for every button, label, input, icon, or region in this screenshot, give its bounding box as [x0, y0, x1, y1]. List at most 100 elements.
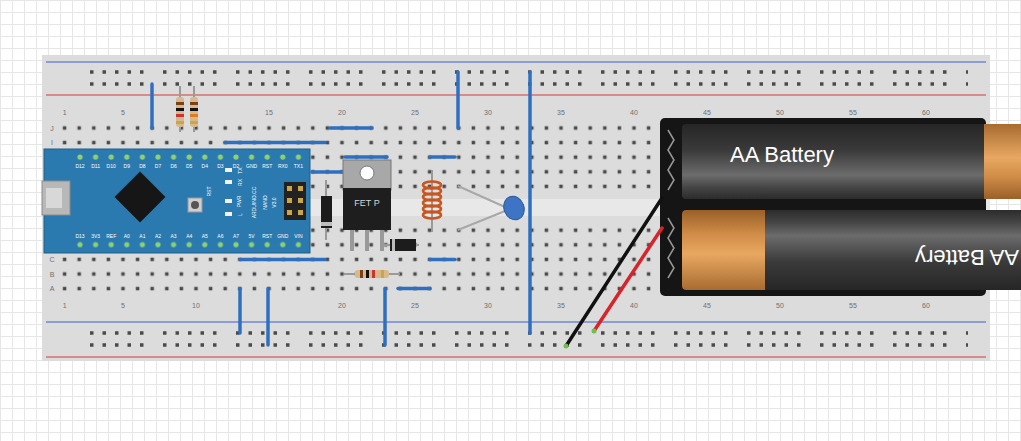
- pin-label: A2: [155, 234, 161, 239]
- battery-label: AA Battery: [730, 144, 1021, 166]
- column-number: 50: [776, 302, 784, 309]
- reset-button-cap: [191, 201, 199, 209]
- column-number: 55: [849, 109, 857, 116]
- column-number: 45: [703, 302, 711, 309]
- resistor-band: [176, 121, 184, 124]
- diode-body: [390, 239, 416, 251]
- jumper-wire: [150, 84, 154, 128]
- rail-line-blue: [46, 62, 986, 63]
- inductor-coil: [423, 182, 441, 219]
- pin-label: TX1: [294, 164, 303, 169]
- pin-label: A6: [217, 234, 223, 239]
- jumper-wire: [430, 258, 455, 262]
- row-letter: B: [50, 271, 55, 278]
- jumper-wire: [383, 289, 387, 345]
- part-label: FET P: [354, 199, 379, 208]
- arduino-board: [44, 149, 310, 253]
- pin-label: A5: [202, 234, 208, 239]
- pin-label: D7: [155, 164, 161, 169]
- pin-label: A3: [171, 234, 177, 239]
- led: [225, 168, 232, 172]
- wire-end: [592, 329, 597, 334]
- board-label: TX: [237, 167, 242, 173]
- pin-label: A4: [186, 234, 192, 239]
- resistor-band: [190, 108, 198, 111]
- usb-opening: [46, 188, 62, 208]
- battery-spring: [668, 130, 674, 190]
- column-number: 15: [265, 109, 273, 116]
- column-number: 30: [484, 302, 492, 309]
- resistor-band: [372, 270, 375, 278]
- row-letter: I: [51, 139, 53, 146]
- resistor-body: [176, 97, 184, 127]
- resistor-band: [176, 102, 184, 105]
- board-label: RST: [207, 186, 212, 196]
- column-number: 1: [63, 109, 67, 116]
- fet-tab: [343, 160, 391, 190]
- rail-holes: [88, 327, 968, 351]
- pin-label: RX0: [278, 164, 288, 169]
- battery-cell: AA Battery: [682, 124, 1021, 199]
- icsp-pin: [298, 198, 303, 203]
- board-label: V3.0: [271, 197, 276, 207]
- resistor-band: [366, 270, 369, 278]
- board-label: NANO: [262, 195, 267, 209]
- pin-label: RST: [262, 234, 272, 239]
- pin-label: D3: [217, 164, 223, 169]
- icsp-pin: [287, 210, 292, 215]
- board-label: PWR: [237, 195, 242, 207]
- resistor-band: [381, 270, 384, 278]
- pin-label: D9: [124, 164, 130, 169]
- board-label: RX: [237, 179, 242, 186]
- pin-label: 5V: [249, 234, 255, 239]
- coil-turn: [423, 212, 441, 219]
- board-label: ARDUINO.CC: [252, 186, 257, 218]
- fet-leg: [365, 229, 369, 251]
- column-number: 25: [411, 109, 419, 116]
- icsp-pin: [287, 186, 292, 191]
- icsp-pin: [287, 198, 292, 203]
- ceramic-capacitor: [500, 193, 527, 222]
- usb-connector: [42, 181, 70, 215]
- jumper-wire: [398, 287, 430, 291]
- column-number: 45: [703, 109, 711, 116]
- pin-label: 3V3: [91, 234, 100, 239]
- pin-label: VIN: [294, 234, 302, 239]
- column-number: 5: [121, 302, 125, 309]
- jumper-wire: [528, 72, 532, 333]
- icsp-pin: [298, 186, 303, 191]
- breadboard-body: [42, 55, 990, 361]
- header-pins: [72, 152, 306, 250]
- pin-label: GND: [277, 234, 288, 239]
- pin-label: D4: [202, 164, 208, 169]
- fet-leg: [380, 229, 384, 251]
- column-number: 40: [630, 302, 638, 309]
- led: [225, 199, 232, 203]
- battery-spring: [668, 218, 674, 278]
- column-number: 40: [630, 109, 638, 116]
- column-number: 60: [922, 302, 930, 309]
- diode-band: [321, 222, 332, 226]
- column-number: 25: [411, 302, 419, 309]
- diode-band: [392, 239, 395, 251]
- pin-label: REF: [106, 234, 116, 239]
- battery-cell: AA Battery: [682, 210, 1021, 290]
- pin-label: D8: [139, 164, 145, 169]
- jumper-wire: [240, 258, 325, 262]
- fet-leg: [350, 229, 354, 251]
- jumper-wire: [345, 155, 387, 159]
- resistor-body: [355, 270, 389, 278]
- column-number: 30: [484, 109, 492, 116]
- jumper-wire: [238, 289, 242, 333]
- jumper-wire: [312, 170, 342, 174]
- resistor-band: [190, 114, 198, 117]
- jumper-wire: [430, 155, 455, 159]
- jumper-wire: [225, 141, 325, 145]
- diode-body: [321, 196, 332, 228]
- battery-cap: [682, 210, 765, 290]
- pin-label: D5: [186, 164, 192, 169]
- column-number: 50: [776, 109, 784, 116]
- board-label: L: [238, 213, 243, 216]
- icsp-pin: [298, 210, 303, 215]
- icsp-header: [284, 182, 306, 220]
